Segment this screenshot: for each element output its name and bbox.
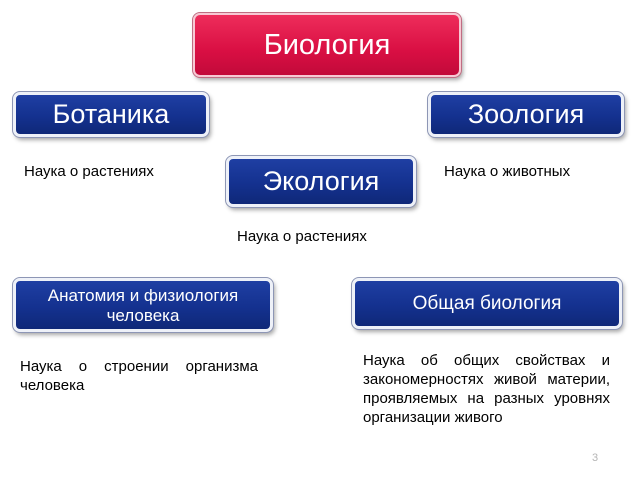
node-botany-description: Наука о растениях (24, 163, 154, 180)
node-zoology-label: Зоология (467, 99, 585, 129)
node-ecology-description: Наука о растениях (237, 228, 367, 245)
node-general-biology-label: Общая биология (412, 292, 562, 314)
node-zoology-description: Наука о животных (444, 163, 571, 180)
node-anatomy-physiology-description: Наука о строении организма человека (20, 358, 258, 394)
node-zoology: Зоология (427, 91, 625, 138)
root-node-biology: Биология (192, 12, 462, 78)
node-general-biology-description: Наука об общих свойствах и закономерност… (363, 352, 610, 426)
node-anatomy-physiology-label: Анатомия и физиология человека (47, 286, 239, 325)
node-ecology: Экология (225, 155, 417, 208)
node-general-biology: Общая биология (351, 277, 623, 330)
node-botany-label: Ботаника (52, 99, 170, 129)
node-botany: Ботаника (12, 91, 210, 138)
slide-number: 3 (592, 452, 599, 464)
node-ecology-label: Экология (262, 166, 380, 196)
root-node-label: Биология (263, 28, 391, 61)
node-anatomy-physiology: Анатомия и физиология человека (12, 277, 274, 333)
